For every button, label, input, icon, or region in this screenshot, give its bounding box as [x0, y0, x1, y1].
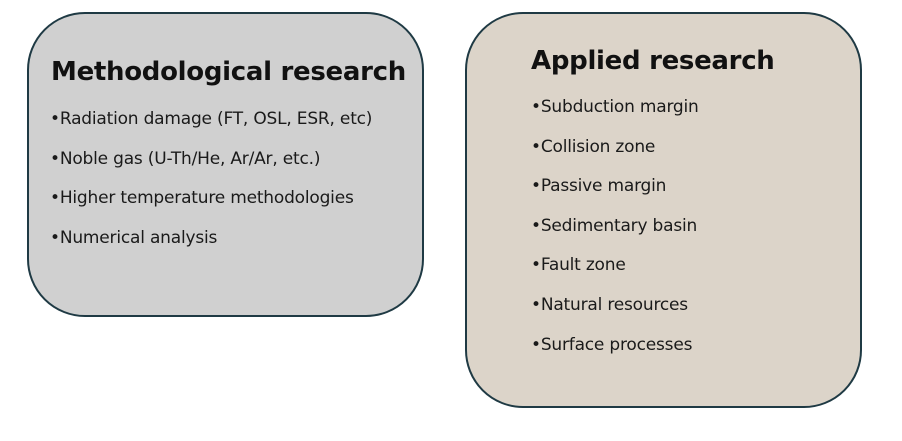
applied-research-list: •Subduction margin •Collision zone •Pass… [531, 97, 699, 374]
list-item: •Radiation damage (FT, OSL, ESR, etc) [50, 109, 372, 129]
bullet: • [50, 109, 60, 129]
list-item-label: Higher temperature methodologies [59, 188, 354, 209]
bullet: • [50, 188, 60, 209]
list-item: •Numerical analysis [50, 228, 372, 248]
list-item: •Surface processes [531, 335, 699, 355]
list-item-label: Numerical analysis [59, 227, 218, 248]
list-item: •Higher temperature methodologies [50, 188, 372, 208]
list-item-label: Subduction margin [540, 97, 699, 117]
list-item: •Subduction margin [531, 97, 699, 117]
bullet: • [531, 255, 541, 276]
applied-research-title: Applied research [531, 46, 775, 76]
list-item: •Sedimentary basin [531, 216, 699, 236]
list-item-label: Radiation damage (FT, OSL, ESR, etc) [59, 109, 373, 129]
applied-research-box: Applied research •Subduction margin •Col… [465, 12, 862, 408]
methodological-research-box: Methodological research •Radiation damag… [27, 12, 424, 317]
bullet: • [531, 215, 541, 236]
list-item: •Natural resources [531, 295, 699, 315]
bullet: • [50, 227, 60, 248]
list-item-label: Natural resources [540, 294, 688, 315]
list-item-label: Fault zone [540, 255, 626, 276]
bullet: • [50, 148, 60, 169]
list-item: •Passive margin [531, 176, 699, 196]
list-item-label: Surface processes [540, 334, 693, 355]
methodological-research-list: •Radiation damage (FT, OSL, ESR, etc) •N… [50, 109, 372, 267]
list-item-label: Sedimentary basin [540, 215, 698, 236]
list-item-label: Passive margin [540, 176, 667, 197]
bullet: • [531, 97, 541, 117]
list-item: •Noble gas (U-Th/He, Ar/Ar, etc.) [50, 149, 372, 169]
bullet: • [531, 136, 541, 157]
methodological-research-title: Methodological research [51, 57, 406, 87]
list-item-label: Noble gas (U-Th/He, Ar/Ar, etc.) [59, 148, 321, 169]
list-item: •Fault zone [531, 255, 699, 275]
list-item: •Collision zone [531, 137, 699, 157]
list-item-label: Collision zone [540, 136, 656, 157]
bullet: • [531, 176, 541, 197]
bullet: • [531, 294, 541, 315]
bullet: • [531, 334, 541, 355]
